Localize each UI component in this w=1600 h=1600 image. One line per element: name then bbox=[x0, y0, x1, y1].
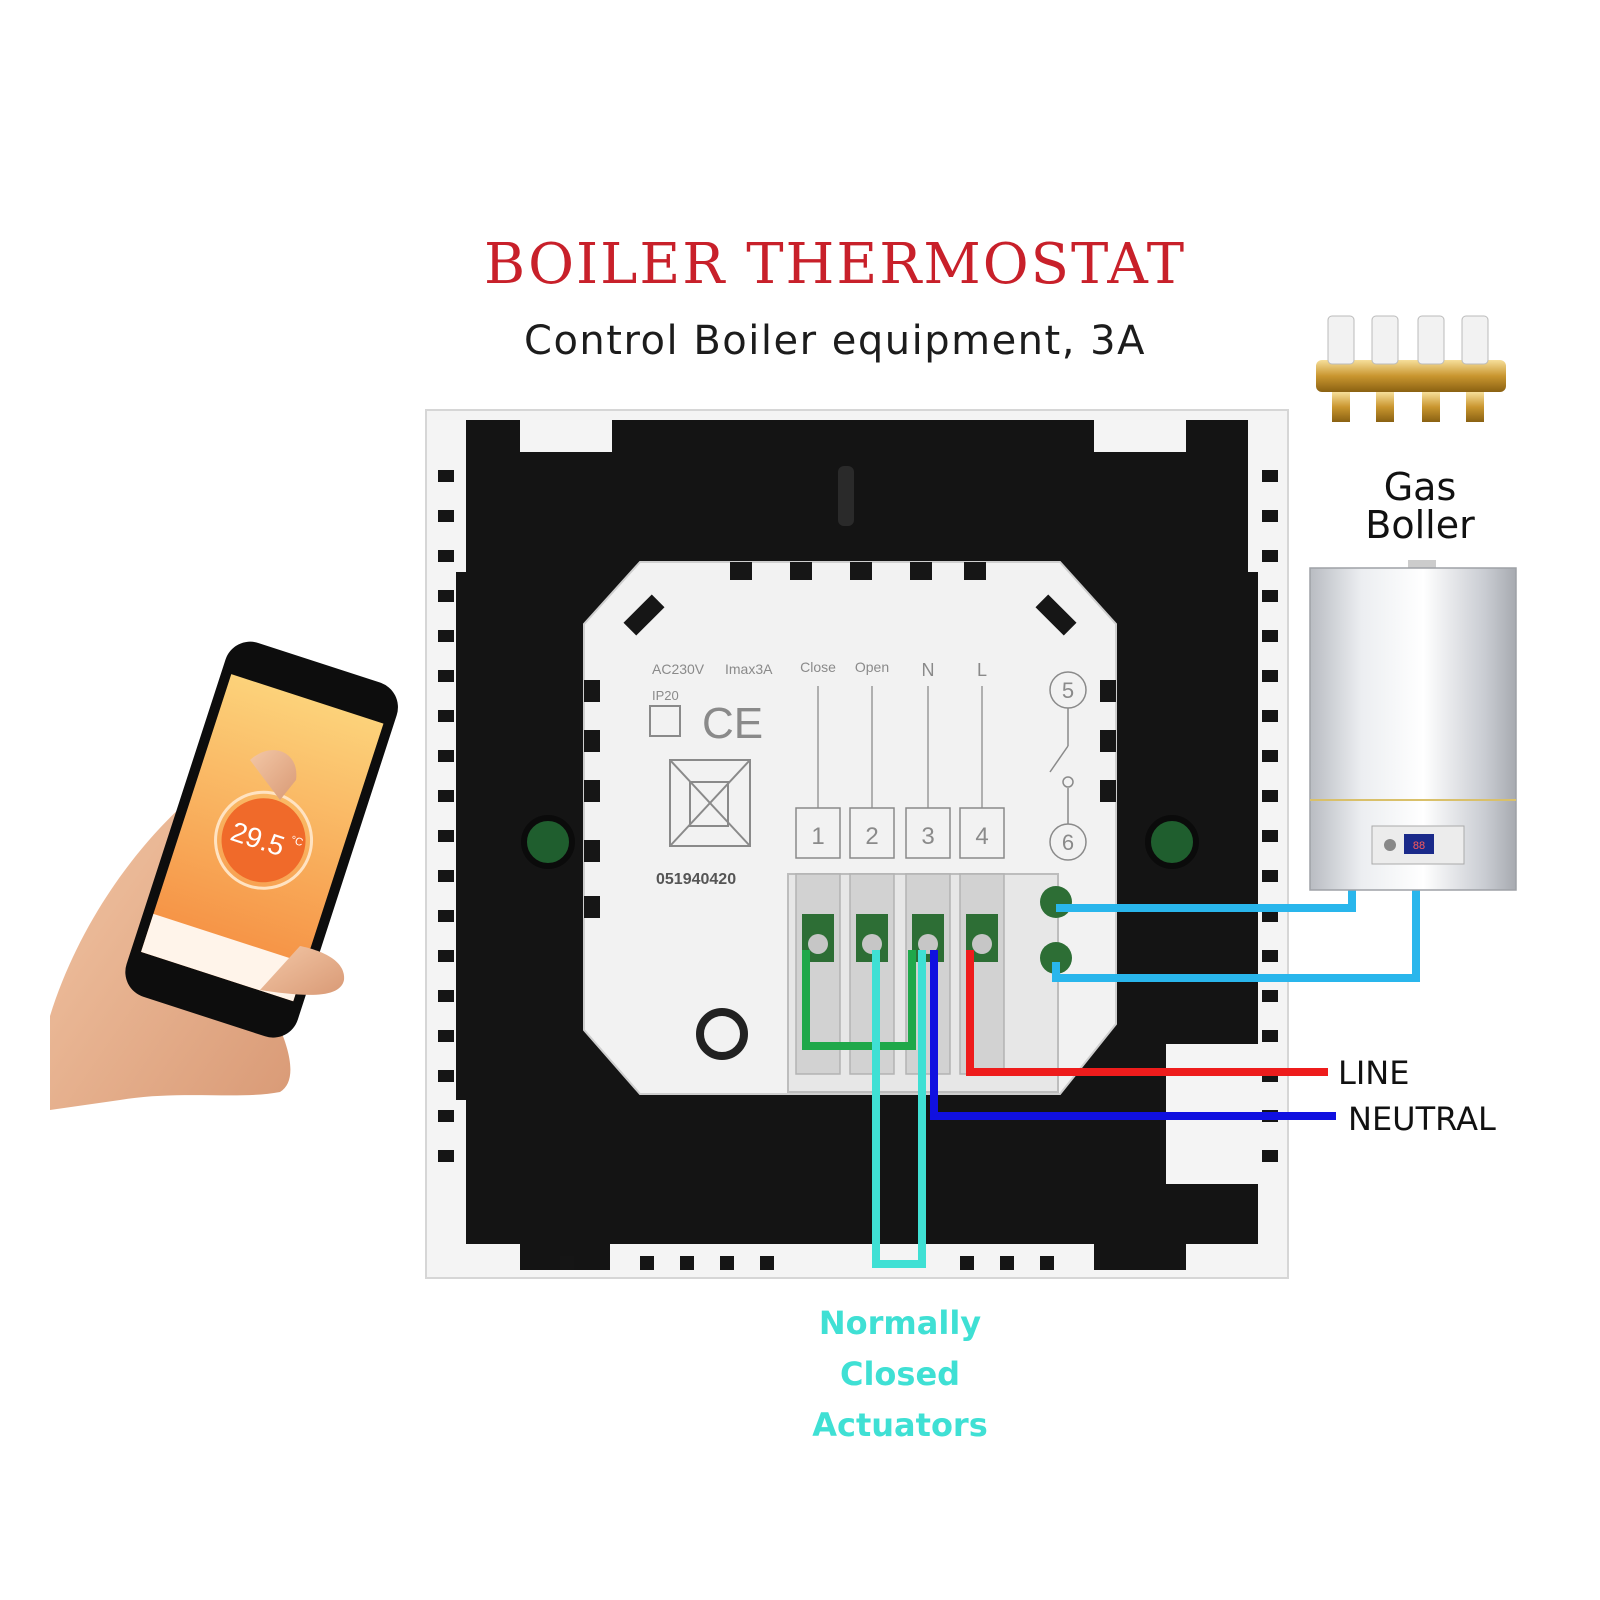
actuators-label-line3: Actuators bbox=[812, 1406, 988, 1444]
line-label: LINE bbox=[1338, 1054, 1410, 1092]
actuators-label-line1: Normally bbox=[818, 1304, 982, 1342]
terminal-header-open: Open bbox=[855, 659, 889, 675]
actuators-label: Normally Closed Actuators bbox=[780, 1298, 1020, 1451]
boiler-display bbox=[1404, 834, 1434, 854]
diagram-subtitle: Control Boiler equipment, 3A bbox=[524, 318, 1146, 364]
manifold-icon bbox=[1316, 315, 1506, 422]
terminal-header-l: L bbox=[977, 660, 987, 680]
mounting-hole-right bbox=[1145, 815, 1199, 869]
terminal-number-3: 3 bbox=[921, 823, 934, 850]
neutral-wire bbox=[930, 950, 1336, 1120]
terminal-box-2 bbox=[849, 807, 895, 859]
boiler-label: Gas Boller bbox=[1340, 468, 1500, 544]
terminal-number-4: 4 bbox=[975, 823, 988, 850]
wires bbox=[802, 888, 1420, 1268]
actuator-wire bbox=[872, 950, 926, 1268]
hand-with-phone: 29.5 °C bbox=[50, 641, 398, 1110]
mounting-hole-left bbox=[521, 815, 575, 869]
bridge-wire bbox=[802, 950, 916, 1050]
terminal-module bbox=[583, 561, 1117, 1095]
actuators-label-line2: Closed bbox=[839, 1355, 961, 1393]
panel-labels: AC230V Imax3A IP20 CE 051940420 Close Op… bbox=[652, 659, 1074, 888]
gas-boiler: 88 bbox=[1309, 560, 1517, 891]
ip-box-icon bbox=[649, 705, 681, 737]
terminal-number-1: 1 bbox=[811, 823, 824, 850]
rating-voltage: AC230V bbox=[652, 661, 705, 677]
terminal-box-4 bbox=[959, 807, 1005, 859]
svg-text:88: 88 bbox=[1413, 840, 1425, 852]
phone-unit: °C bbox=[289, 834, 305, 849]
vent-slots bbox=[438, 470, 1278, 1270]
boiler-label-line1: Gas bbox=[1383, 465, 1457, 509]
ce-mark: CE bbox=[702, 699, 763, 748]
boiler-wire-a bbox=[1052, 888, 1420, 982]
reset-hole bbox=[696, 1008, 748, 1060]
aux-terminal-5: 5 bbox=[1062, 678, 1074, 703]
line-wire bbox=[966, 950, 1328, 1076]
terminal-header-close: Close bbox=[800, 659, 836, 675]
terminal-number-2: 2 bbox=[865, 823, 878, 850]
weee-icon bbox=[669, 759, 751, 847]
diagram-title: BOILER THERMOSTAT bbox=[483, 232, 1187, 297]
rating-current: Imax3A bbox=[725, 661, 773, 677]
boiler-wire-b bbox=[1056, 888, 1356, 912]
ip-rating: IP20 bbox=[652, 688, 679, 703]
serial-number: 051940420 bbox=[656, 871, 736, 888]
neutral-label: NEUTRAL bbox=[1348, 1100, 1496, 1138]
terminal-header-n: N bbox=[922, 660, 935, 680]
terminal-box-3 bbox=[905, 807, 951, 859]
boiler-label-line2: Boller bbox=[1365, 503, 1475, 547]
aux-terminal-6: 6 bbox=[1062, 830, 1074, 855]
terminal-box-1 bbox=[795, 807, 841, 859]
